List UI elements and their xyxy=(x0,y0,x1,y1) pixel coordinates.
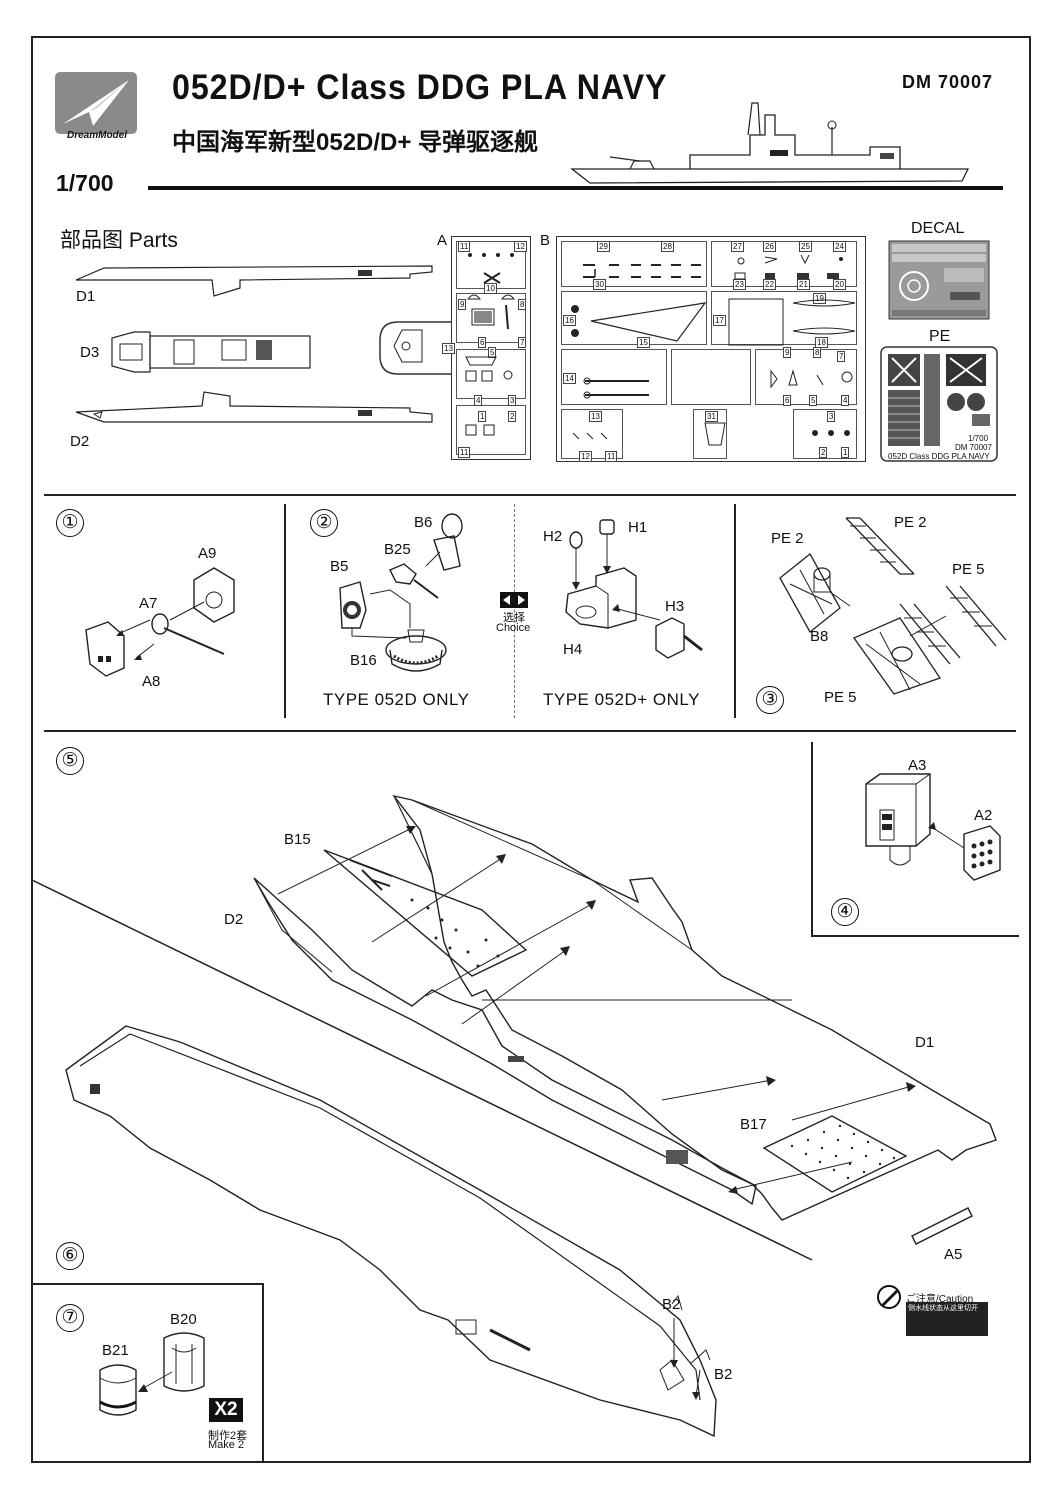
step-6-part-b2-b: B2 xyxy=(714,1366,733,1383)
step-5-diagram xyxy=(31,794,997,1261)
decal-sheet xyxy=(888,240,990,320)
sprue-b-frame: 29 28 30 27 26 25 24 23 22 21 20 16 15 1… xyxy=(556,236,866,462)
step-4-border-bottom xyxy=(811,935,1019,937)
label-d2: D2 xyxy=(70,433,90,450)
page-title: 052D/D+ Class DDG PLA NAVY xyxy=(172,68,668,107)
page-frame xyxy=(31,36,1031,1463)
step-3-part-pe2-b: PE 2 xyxy=(894,514,927,531)
sprue-b-label: B xyxy=(540,232,551,249)
step-2b-diagram xyxy=(565,519,703,659)
step-2-diagram xyxy=(339,513,463,672)
step-2b-part-h3: H3 xyxy=(665,598,685,615)
step-1-part-a8: A8 xyxy=(142,673,161,690)
sprue-a-part-13 xyxy=(379,321,452,375)
step-2-part-b6: B6 xyxy=(414,514,433,531)
step-3-part-b8: B8 xyxy=(810,628,829,645)
step-5-part-a5: A5 xyxy=(944,1246,963,1263)
step-3-diagram xyxy=(779,517,1007,695)
step-7-border-right xyxy=(262,1283,264,1463)
label-d3: D3 xyxy=(80,344,100,361)
caution-icon xyxy=(877,1285,901,1309)
make-2-cn: 制作2套 xyxy=(208,1430,248,1442)
step-1-part-a9: A9 xyxy=(198,545,217,562)
step-5-part-d1: D1 xyxy=(915,1034,935,1051)
separator-2 xyxy=(44,730,1016,732)
caution-text-box: 侧水线状态从这里切开 xyxy=(906,1302,988,1336)
caution-label: ご注意/Caution xyxy=(906,1294,974,1305)
step-4-border-left xyxy=(811,742,813,936)
step-7-diagram xyxy=(99,1332,205,1416)
product-code: DM 70007 xyxy=(902,72,994,92)
brand-name: DreamModel xyxy=(66,130,127,141)
hull-part-d2 xyxy=(75,391,433,423)
step-1-part-a7: A7 xyxy=(139,595,158,612)
step-6-number: ⑥ xyxy=(56,1242,84,1270)
ship-silhouette xyxy=(570,102,970,184)
step-7-part-b21: B21 xyxy=(102,1342,129,1359)
sprue-a-label: A xyxy=(437,232,448,249)
make-2-en: Make 2 xyxy=(208,1439,245,1451)
step-2-part-b5: B5 xyxy=(330,558,349,575)
step-1-diagram xyxy=(85,567,235,677)
part-num-13: 13 xyxy=(442,343,455,354)
pe-scale: 1/700 xyxy=(968,434,989,443)
divider-1 xyxy=(284,504,286,718)
pe-code: DM 70007 xyxy=(955,443,992,452)
step-2b-part-h2: H2 xyxy=(543,528,563,545)
step-2-number: ② xyxy=(310,509,338,537)
step-1-number: ① xyxy=(56,509,84,537)
pe-label: PE xyxy=(929,328,951,345)
header-rule xyxy=(148,186,1003,190)
step-7-part-b20: B20 xyxy=(170,1311,197,1328)
step-3-number: ③ xyxy=(756,686,784,714)
step-5-part-d2: D2 xyxy=(224,911,244,928)
step-6-hull-diagram xyxy=(65,1025,717,1438)
step-2b-part-h1: H1 xyxy=(628,519,648,536)
scale-label: 1/700 xyxy=(56,170,114,196)
choice-cn: 选择 xyxy=(503,612,525,624)
step-2-part-b16: B16 xyxy=(350,652,377,669)
step-2b-type-label: TYPE 052D+ ONLY xyxy=(543,690,700,709)
step-4-part-a3: A3 xyxy=(908,757,927,774)
step-4-part-a2: A2 xyxy=(974,807,993,824)
choice-en: Choice xyxy=(496,622,531,634)
step-3-part-pe5-a: PE 5 xyxy=(952,561,985,578)
step-2-type-label: TYPE 052D ONLY xyxy=(323,690,470,709)
parts-heading: 部品图 Parts xyxy=(60,229,178,252)
step-5-part-b15: B15 xyxy=(284,831,311,848)
step-7-number: ⑦ xyxy=(56,1304,84,1332)
step-3-part-pe5-b: PE 5 xyxy=(824,689,857,706)
make-2-badge: X2 xyxy=(209,1398,243,1422)
step-5-part-b17: B17 xyxy=(740,1116,767,1133)
hull-part-d3 xyxy=(111,331,311,373)
divider-2 xyxy=(734,504,736,718)
divider-choice xyxy=(514,504,515,718)
dreammodel-logo xyxy=(55,72,137,134)
sprue-a-frame: 11 12 10 9 8 6 7 5 4 3 1 2 11 xyxy=(451,236,531,460)
pe-name: 052D Class DDG PLA NAVY xyxy=(888,452,990,461)
label-d1: D1 xyxy=(76,288,96,305)
decal-label: DECAL xyxy=(911,220,965,237)
pe-fret xyxy=(880,346,998,462)
step-7-border-top xyxy=(32,1283,263,1285)
step-4-diagram xyxy=(865,773,1001,881)
step-3-part-pe2-a: PE 2 xyxy=(771,530,804,547)
separator-1 xyxy=(44,494,1016,496)
step-2-part-b25: B25 xyxy=(384,541,411,558)
step-2b-part-h4: H4 xyxy=(563,641,583,658)
hull-part-d1 xyxy=(75,265,433,297)
step-4-number: ④ xyxy=(831,898,859,926)
step-5-number: ⑤ xyxy=(56,747,84,775)
caution-text: 侧水线状态从这里切开 xyxy=(908,1305,978,1312)
choice-icon xyxy=(500,592,528,608)
page-subtitle: 中国海军新型052D/D+ 导弹驱逐舰 xyxy=(172,129,539,156)
